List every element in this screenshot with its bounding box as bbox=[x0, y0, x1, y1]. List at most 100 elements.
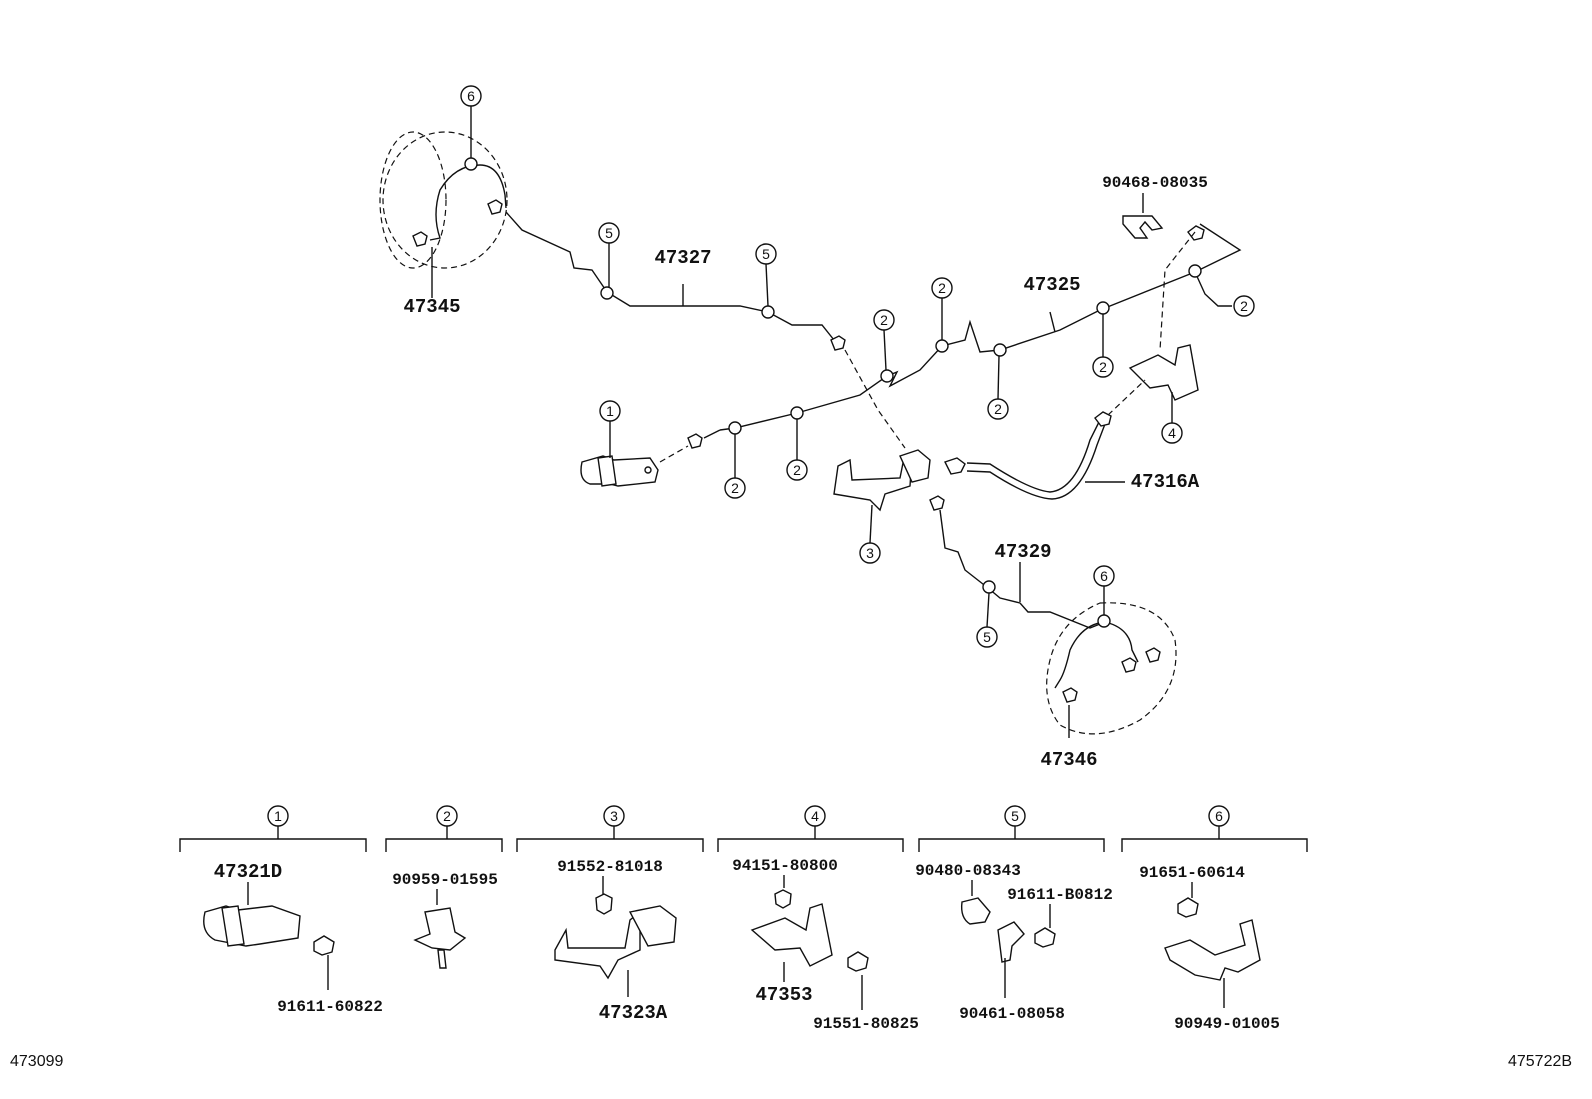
clip-90468 bbox=[1122, 215, 1164, 239]
part-drawing bbox=[960, 897, 991, 925]
part-drawing bbox=[774, 889, 792, 909]
clamp-node bbox=[982, 580, 996, 594]
clamp-node bbox=[464, 157, 478, 171]
part-drawing bbox=[847, 951, 869, 972]
part-drawing bbox=[221, 905, 245, 947]
callout-2-num: 2 bbox=[731, 480, 739, 496]
left-drum-face bbox=[379, 131, 447, 269]
part-drawing bbox=[1177, 897, 1199, 918]
legend: 1 47321D 91611-60822 2 90959-01595 391552-810… bbox=[179, 805, 1308, 1033]
part-number-label: 91552-81018 bbox=[557, 858, 663, 876]
label-47327: 47327 bbox=[654, 247, 711, 269]
clamp-node bbox=[1096, 301, 1110, 315]
part-number-label: 90480-08343 bbox=[915, 862, 1021, 880]
clamp-node bbox=[993, 343, 1007, 357]
legend-group-1: 1 47321D 91611-60822 bbox=[179, 805, 383, 1016]
left-bleeder bbox=[412, 231, 428, 247]
legend-bracket bbox=[385, 826, 503, 852]
callout-2-num: 2 bbox=[1240, 298, 1248, 314]
part-number-label: 91611-60822 bbox=[277, 998, 383, 1016]
legend-callout-5 bbox=[1004, 805, 1026, 827]
left-drum-outline bbox=[382, 131, 508, 269]
tube-flare-nut bbox=[687, 433, 703, 449]
part-drawing bbox=[203, 905, 301, 947]
legend-callout-number: 1 bbox=[274, 808, 282, 824]
callout-5-num: 5 bbox=[762, 246, 770, 262]
install-guide bbox=[1107, 379, 1146, 416]
label-47316A: 47316A bbox=[1131, 471, 1200, 493]
part-number-label: 47353 bbox=[755, 984, 812, 1006]
part-number-label: 47321D bbox=[214, 861, 282, 883]
part-drawing bbox=[997, 921, 1025, 963]
part-drawing bbox=[1034, 927, 1056, 948]
part-drawing bbox=[750, 903, 833, 967]
part-drawing bbox=[1164, 919, 1261, 981]
clamp-node bbox=[880, 369, 894, 383]
hose-nut bbox=[1094, 411, 1112, 427]
right-drum-assembly bbox=[1046, 602, 1177, 738]
bracket-3 bbox=[833, 455, 913, 512]
callout-2-num: 2 bbox=[1099, 359, 1107, 375]
callout-5-num: 5 bbox=[983, 629, 991, 645]
install-guide bbox=[659, 445, 689, 463]
part-number-label: 94151-80800 bbox=[732, 857, 838, 875]
union-3way bbox=[899, 449, 931, 483]
corner-code-left: 473099 bbox=[10, 1053, 63, 1070]
clamp-node bbox=[600, 286, 614, 300]
flex-hose-47316A-edge bbox=[966, 423, 1106, 500]
callout-6-left-num: 6 bbox=[467, 88, 475, 104]
legend-callout-3 bbox=[603, 805, 625, 827]
flex-hose-47316A bbox=[966, 419, 1101, 493]
legend-callout-1 bbox=[267, 805, 289, 827]
clamp-node bbox=[1097, 614, 1111, 628]
joint-1 bbox=[580, 455, 659, 487]
callout-2-num: 2 bbox=[880, 312, 888, 328]
legend-callout-number: 2 bbox=[443, 808, 451, 824]
bracket-4 bbox=[1128, 344, 1199, 401]
part-drawing bbox=[413, 907, 467, 951]
legend-callout-4 bbox=[804, 805, 826, 827]
callout-2-num: 2 bbox=[938, 280, 946, 296]
callout-4-num: 4 bbox=[1168, 425, 1176, 441]
callout-2-num: 2 bbox=[994, 401, 1002, 417]
callout-1-num: 1 bbox=[606, 403, 614, 419]
label-47345: 47345 bbox=[403, 296, 460, 318]
legend-callout-6 bbox=[1208, 805, 1230, 827]
label-90468-08035: 90468-08035 bbox=[1102, 174, 1208, 192]
clamp-node bbox=[728, 421, 742, 435]
brake-tube-47329 bbox=[939, 509, 1106, 629]
callout-3-num: 3 bbox=[866, 545, 874, 561]
tube-flare-nut bbox=[929, 495, 945, 511]
callout-2-num: 2 bbox=[793, 462, 801, 478]
part-drawing bbox=[595, 893, 613, 915]
brake-tube-47325 bbox=[719, 223, 1242, 431]
clamp-node bbox=[935, 339, 949, 353]
label-47325: 47325 bbox=[1023, 274, 1080, 296]
part-number-label: 91551-80825 bbox=[813, 1015, 919, 1033]
tube-flare-nut bbox=[830, 335, 846, 351]
install-guide bbox=[844, 349, 906, 449]
label-47346: 47346 bbox=[1040, 749, 1097, 771]
tube-branch bbox=[1194, 271, 1232, 307]
clamp-node bbox=[790, 406, 804, 420]
part-number-label: 90461-08058 bbox=[959, 1005, 1065, 1023]
legend-bracket bbox=[179, 826, 367, 852]
hose-nut bbox=[944, 457, 966, 475]
legend-bracket bbox=[918, 826, 1105, 852]
part-number-label: 91611-B0812 bbox=[1007, 886, 1113, 904]
left-drum-assembly bbox=[379, 131, 508, 298]
part-drawing bbox=[313, 935, 335, 956]
legend-callout-number: 5 bbox=[1011, 808, 1019, 824]
clamp-node bbox=[761, 305, 775, 319]
left-flare-nut bbox=[487, 199, 503, 215]
legend-group-5: 5 90480-08343 91611-B0812 90461-08058 bbox=[915, 805, 1113, 1023]
legend-callout-2 bbox=[436, 805, 458, 827]
part-number-label: 90959-01595 bbox=[392, 871, 498, 889]
callouts-2-upper: 2 2 2 2 2 2 2 bbox=[724, 277, 1255, 499]
callout-6-right-num: 6 bbox=[1100, 568, 1108, 584]
legend-bracket bbox=[717, 826, 904, 852]
